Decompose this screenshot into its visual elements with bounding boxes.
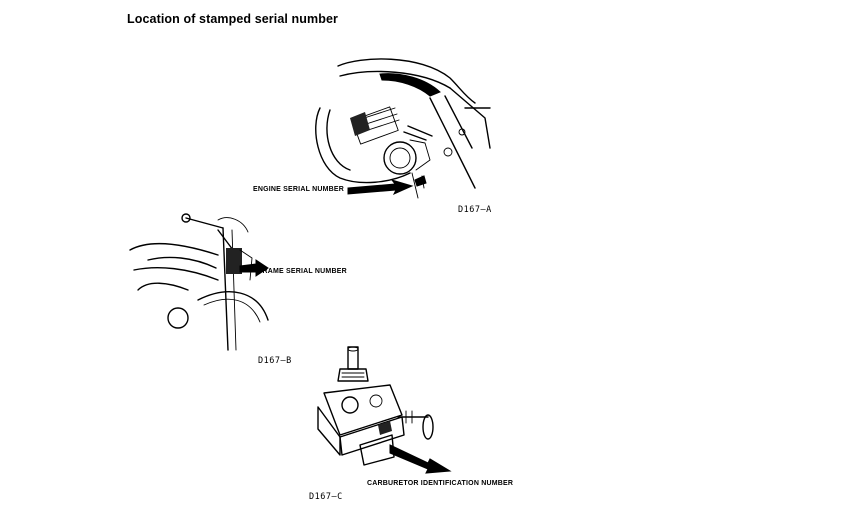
- frame-serial-callout: FRAME SERIAL NUMBER: [258, 268, 347, 275]
- figure-code-b: D167—B: [258, 356, 292, 366]
- page-title: Location of stamped serial number: [127, 12, 338, 26]
- carburetor-id-callout: CARBURETOR IDENTIFICATION NUMBER: [367, 480, 514, 487]
- frame-illustration: [128, 210, 278, 351]
- engine-illustration: [300, 48, 500, 208]
- carburetor-illustration: [310, 345, 510, 475]
- figure-code-a: D167—A: [458, 205, 492, 215]
- figure-code-c: D167—C: [309, 492, 343, 502]
- engine-serial-callout: ENGINE SERIAL NUMBER: [253, 186, 344, 193]
